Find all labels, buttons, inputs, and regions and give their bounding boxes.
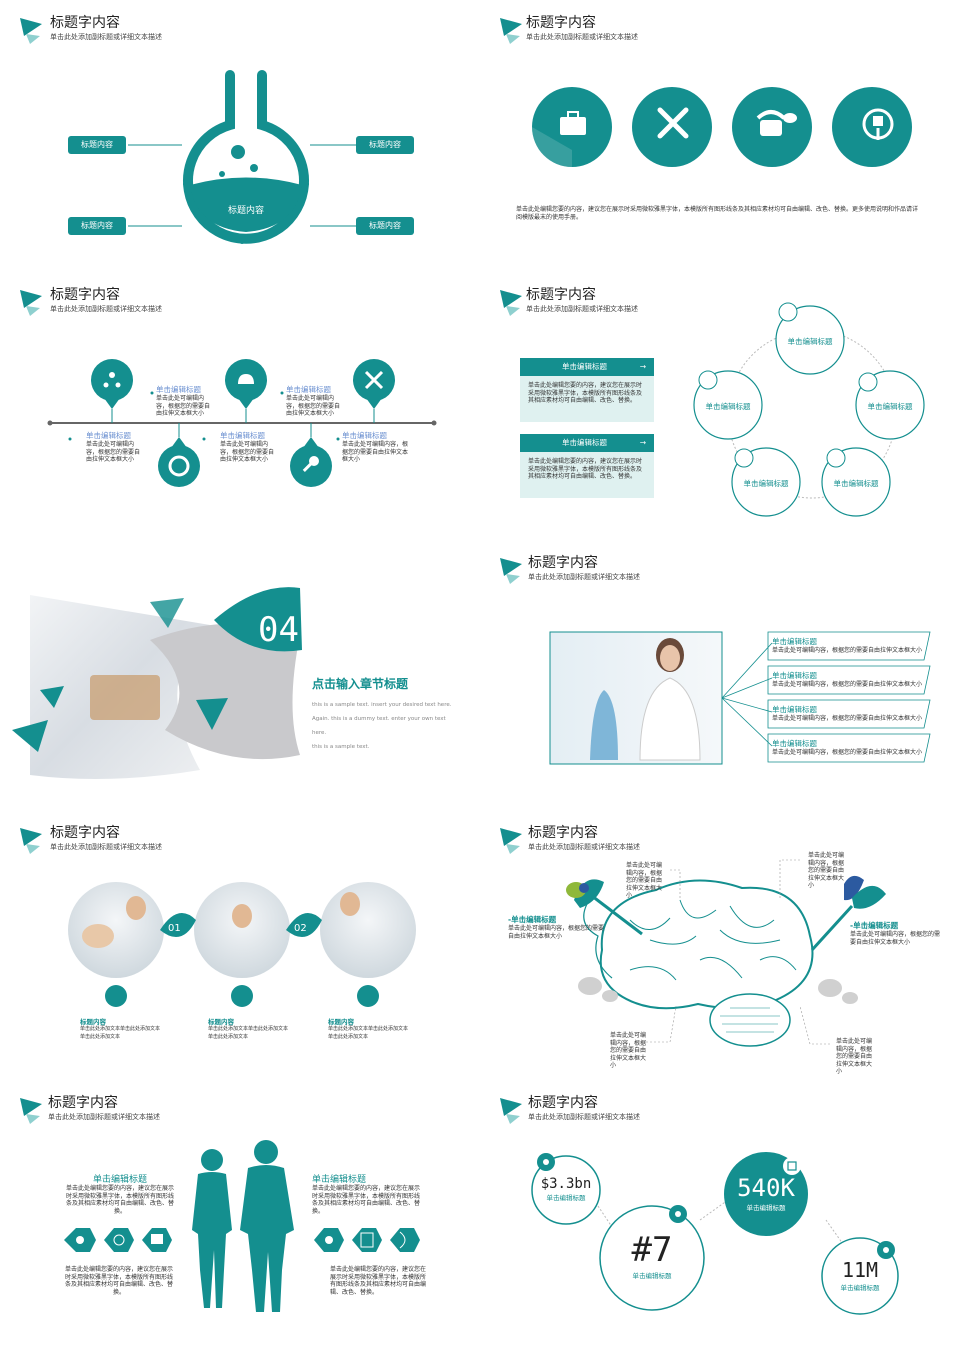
body-note-right-bottom: 单击此处编辑您要的内容，建议您在展示时采用微软雅黑字体，本模版所有图形线条及其相… — [330, 1266, 427, 1296]
slide-title: 标题字内容 — [528, 555, 598, 571]
timeline-item: 单击编辑标题 单击此处可编辑内容，根据您的需要自由拉伸文本框大小 — [286, 385, 341, 417]
slide-subtitle: 单击此处添加副标题或详细文本描述 — [528, 843, 640, 851]
card-header: 单击编辑标题→ — [520, 358, 654, 376]
slide-title: 标题字内容 — [50, 287, 120, 303]
pill-label: 标题内容 — [356, 136, 414, 154]
slide-subtitle: 单击此处添加副标题或详细文本描述 — [526, 33, 638, 41]
brain-note: 单击此处可编辑内容，根据您的需要自由拉伸文本框大小 — [836, 1038, 873, 1075]
cycle-label: 单击编辑标题 — [787, 337, 833, 346]
caption-item: 标题内容单击此处添加文本单击此处添加文本单击此处添加文本 — [80, 1018, 161, 1040]
stat: 540K 单击编辑标题 — [737, 1174, 795, 1212]
info-card: 单击编辑标题→ 单击此处编辑您要的内容，建议您在展示时采用微软雅黑字体，本模版所… — [520, 358, 654, 422]
timeline-item: 单击编辑标题 单击此处可编辑内容，根据您的需要自由拉伸文本框大小 — [86, 431, 141, 463]
brain-note: 单击此处可编辑内容，根据您的需要自由拉伸文本框大小 — [808, 852, 845, 889]
slide-title: 标题字内容 — [526, 287, 596, 303]
body-note-right: 单击编辑标题单击此处编辑您要的内容，建议您在展示时采用微软雅黑字体，本模版所有图… — [312, 1175, 421, 1215]
photo-circles-graphic — [68, 882, 416, 1007]
brain-note-right: -单击编辑标题单击此处可编辑内容，根据您的需要自由拉伸文本框大小 — [850, 921, 940, 946]
slide-subtitle: 单击此处添加副标题或详细文本描述 — [50, 305, 162, 313]
chapter-title: 点击输入章节标题 — [312, 677, 409, 691]
caption-item: 标题内容单击此处添加文本单击此处添加文本单击此处添加文本 — [328, 1018, 409, 1040]
list-item: 单击编辑标题单击此处可编辑内容，根据您的需要自由拉伸文本框大小 — [772, 671, 923, 688]
cycle-graphic — [693, 302, 925, 517]
body-text: 单击此处编辑您要的内容，建议您在展示时采用微软雅黑字体，本模版所有图形线条及其相… — [516, 206, 919, 221]
pill-label: 标题内容 — [68, 217, 126, 235]
slide-subtitle: 单击此处添加副标题或详细文本描述 — [50, 33, 162, 41]
step-badge: 02 — [294, 923, 307, 934]
step-badge: 01 — [168, 923, 181, 934]
info-card: 单击编辑标题→ 单击此处编辑您要的内容，建议您在展示时采用微软雅黑字体，本模版所… — [520, 434, 654, 498]
flask-label: 标题内容 — [227, 206, 264, 216]
slide-subtitle: 单击此处添加副标题或详细文本描述 — [528, 1113, 640, 1121]
pill-label: 标题内容 — [68, 136, 126, 154]
human-body-graphic — [64, 1140, 420, 1312]
cycle-label: 单击编辑标题 — [705, 402, 751, 411]
chapter-text: this is a sample text. insert your desir… — [312, 702, 452, 750]
cycle-label: 单击编辑标题 — [867, 402, 913, 411]
flask-graphic — [128, 70, 356, 244]
stat: #7 单击编辑标题 — [631, 1230, 673, 1280]
slide-title: 标题字内容 — [526, 15, 596, 31]
slide-6: 标题字内容 单击此处添加副标题或详细文本描述 单击编辑标题单击此处可编辑内容，根… — [480, 540, 940, 790]
body-note-left: 单击编辑标题单击此处编辑您要的内容，建议您在展示时采用微软雅黑字体，本模版所有图… — [65, 1175, 174, 1215]
slide-4: 标题字内容 单击此处添加副标题或详细文本描述 单击编辑标题→ 单击此处编辑您要的… — [480, 272, 940, 522]
pill-label: 标题内容 — [356, 217, 414, 235]
slide-7: 标题字内容 单击此处添加副标题或详细文本描述 01 02 标题内容单击此处添加文… — [0, 810, 460, 1060]
slide-title: 标题字内容 — [50, 15, 120, 31]
slide-subtitle: 单击此处添加副标题或详细文本描述 — [48, 1113, 160, 1121]
timeline-item: 单击编辑标题 单击此处可编辑内容，根据您的需要自由拉伸文本框大小 — [156, 385, 211, 417]
slide-title: 标题字内容 — [50, 825, 120, 841]
list-item: 单击编辑标题单击此处可编辑内容，根据您的需要自由拉伸文本框大小 — [772, 739, 923, 756]
timeline-item: 单击编辑标题 单击此处可编辑内容，根据您的需要自由拉伸文本框大小 — [220, 431, 275, 463]
card-header: 单击编辑标题→ — [520, 434, 654, 452]
slide-title: 标题字内容 — [48, 1095, 118, 1111]
chapter-graphic — [12, 587, 302, 779]
slide-subtitle: 单击此处添加副标题或详细文本描述 — [526, 305, 638, 313]
circle-icons — [532, 87, 912, 167]
photo-list-graphic — [549, 631, 931, 765]
arrow-right-icon: → — [639, 438, 646, 447]
slide-8: 标题字内容 单击此处添加副标题或详细文本描述 -单击编辑标题单击此处可编辑内容，… — [480, 810, 940, 1075]
timeline-item: 单击编辑标题 单击此处可编辑内容，根据您的需要自由拉伸文本框大小 — [342, 431, 409, 463]
slide-1: 标题字内容 单击此处添加副标题或详细文本描述 标题内容 标题内容 标题内容 标题… — [0, 0, 460, 250]
slide-subtitle: 单击此处添加副标题或详细文本描述 — [528, 573, 640, 581]
slide-subtitle: 单击此处添加副标题或详细文本描述 — [50, 843, 162, 851]
brain-note: 单击此处可编辑内容，根据您的需要自由拉伸文本框大小 — [626, 862, 663, 899]
caption-item: 标题内容单击此处添加文本单击此处添加文本单击此处添加文本 — [208, 1018, 289, 1040]
slide-title: 标题字内容 — [528, 825, 598, 841]
slide-title: 标题字内容 — [528, 1095, 598, 1111]
slide-3: 标题字内容 单击此处添加副标题或详细文本描述 单击编辑标题 单击此处可编辑内容，… — [0, 272, 460, 522]
brain-graphic — [566, 859, 886, 1047]
slide-2: 标题字内容 单击此处添加副标题或详细文本描述 单击编辑标题 单击编辑标题 单击编… — [480, 0, 940, 250]
arrow-right-icon: → — [639, 362, 646, 371]
body-note-left-bottom: 单击此处编辑您要的内容，建议您在展示时采用微软雅黑字体，本模版所有图形线条及其相… — [64, 1266, 173, 1296]
stats-graphic — [531, 1152, 899, 1315]
chapter-number: 04 — [258, 610, 299, 650]
stat: 11M 单击编辑标题 — [840, 1258, 880, 1292]
cycle-label: 单击编辑标题 — [833, 479, 879, 488]
slide-10: 标题字内容 单击此处添加副标题或详细文本描述 $3.3bn 单击编辑标题 #7 … — [480, 1080, 940, 1340]
brain-note-left: -单击编辑标题单击此处可编辑内容，根据您的需要自由拉伸文本框大小 — [508, 915, 605, 940]
list-item: 单击编辑标题单击此处可编辑内容，根据您的需要自由拉伸文本框大小 — [772, 705, 923, 722]
timeline-graphic — [47, 359, 437, 487]
brain-note: 单击此处可编辑内容，根据您的需要自由拉伸文本框大小 — [610, 1032, 647, 1069]
slide-9: 标题字内容 单击此处添加副标题或详细文本描述 单击编辑标题单击此处编辑您要的内容… — [0, 1080, 460, 1340]
stat: $3.3bn 单击编辑标题 — [540, 1176, 592, 1202]
cycle-label: 单击编辑标题 — [743, 479, 789, 488]
list-item: 单击编辑标题单击此处可编辑内容，根据您的需要自由拉伸文本框大小 — [772, 637, 923, 654]
slide-5: 04 点击输入章节标题 this is a sample text. inser… — [0, 540, 460, 790]
